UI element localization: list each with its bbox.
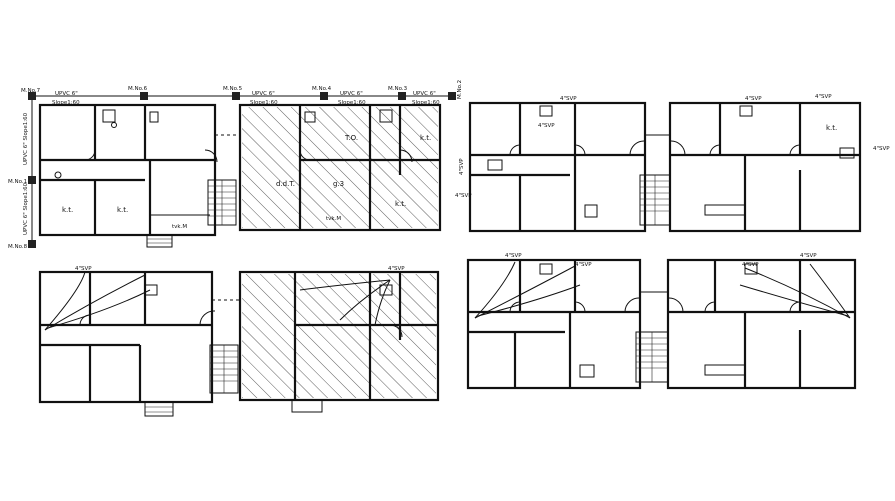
manhole-1 [28,176,36,184]
room-label: g.3 [333,180,344,188]
fixture-label: 4"SVP [388,266,405,272]
pipe-label: UPVC 6" [413,91,436,97]
fixture-label: 4"SVP [745,96,762,102]
manhole-6 [140,92,148,100]
fixture-label: 4"SVP [538,123,555,129]
slope-label: Slope1:60 [52,100,80,106]
manhole-label: M.No.8 [8,244,28,250]
fixture-label: 4"SVP [560,96,577,102]
slope-label: Slope1:60 [412,100,440,106]
fixture-label: 4"SVP [800,253,817,259]
floor-plan-1: M.No.7 M.No.6 M.No.5 M.No.4 M.No.3 M.No.… [8,80,463,250]
manhole-5 [232,92,240,100]
slope-label: Slope1:60 [338,100,366,106]
room-label: k.t. [826,124,837,132]
room-label: k.t. [117,206,128,214]
side-pipe-label: UPVC 6" Slope1:60 [23,182,29,235]
pipe-label: UPVC 6" [252,91,275,97]
manhole-label: M.No.5 [223,86,243,92]
room-label: tvk.M [326,216,341,222]
fixture-label: 4"SVP [505,253,522,259]
floor-plan-2: k.t. 4"SVP 4"SVP 4"SVP 4"SVP 4"SVP 4"SVP… [455,94,890,233]
manhole-label: M.No.2 [457,80,463,99]
fixture-label: 4"SVP [873,146,890,152]
room-label: tvk.M [172,224,187,230]
manhole-label: M.No.4 [312,86,332,92]
room-label: k.t. [420,134,431,142]
room-label: k.t. [395,200,406,208]
room-label: T.O. [344,134,358,142]
pipe-label: UPVC 6" [340,91,363,97]
manhole-7 [28,92,36,100]
fixture-label: 4"SVP [575,262,592,268]
manhole-label: M.No.6 [128,86,148,92]
fixture-label: 4"SVP [459,158,465,175]
fixture-label: 4"SVP [815,94,832,100]
manhole-4 [320,92,328,100]
manhole-label: M.No.1 [8,179,27,185]
manhole-8 [28,240,36,248]
manhole-3 [398,92,406,100]
manhole-label: M.No.3 [388,86,408,92]
room-label: k.t. [62,206,73,214]
fixture-label: 4"SVP [75,266,92,272]
fixture-label: 4"SVP [455,193,472,199]
pipe-label: UPVC 6" [55,91,78,97]
floor-plan-4: 4"SVP 4"SVP 4"SVP 4"SVP [466,253,857,390]
side-pipe-label: UPVC 6" Slope1:60 [23,112,29,165]
slope-label: Slope1:60 [250,100,278,106]
manhole-2 [448,92,456,100]
fixture-label: 4"SVP [742,262,759,268]
manhole-label: M.No.7 [21,88,41,94]
floor-plan-3: 4"SVP 4"SVP [38,266,440,417]
room-label: d.d.T. [276,180,295,188]
